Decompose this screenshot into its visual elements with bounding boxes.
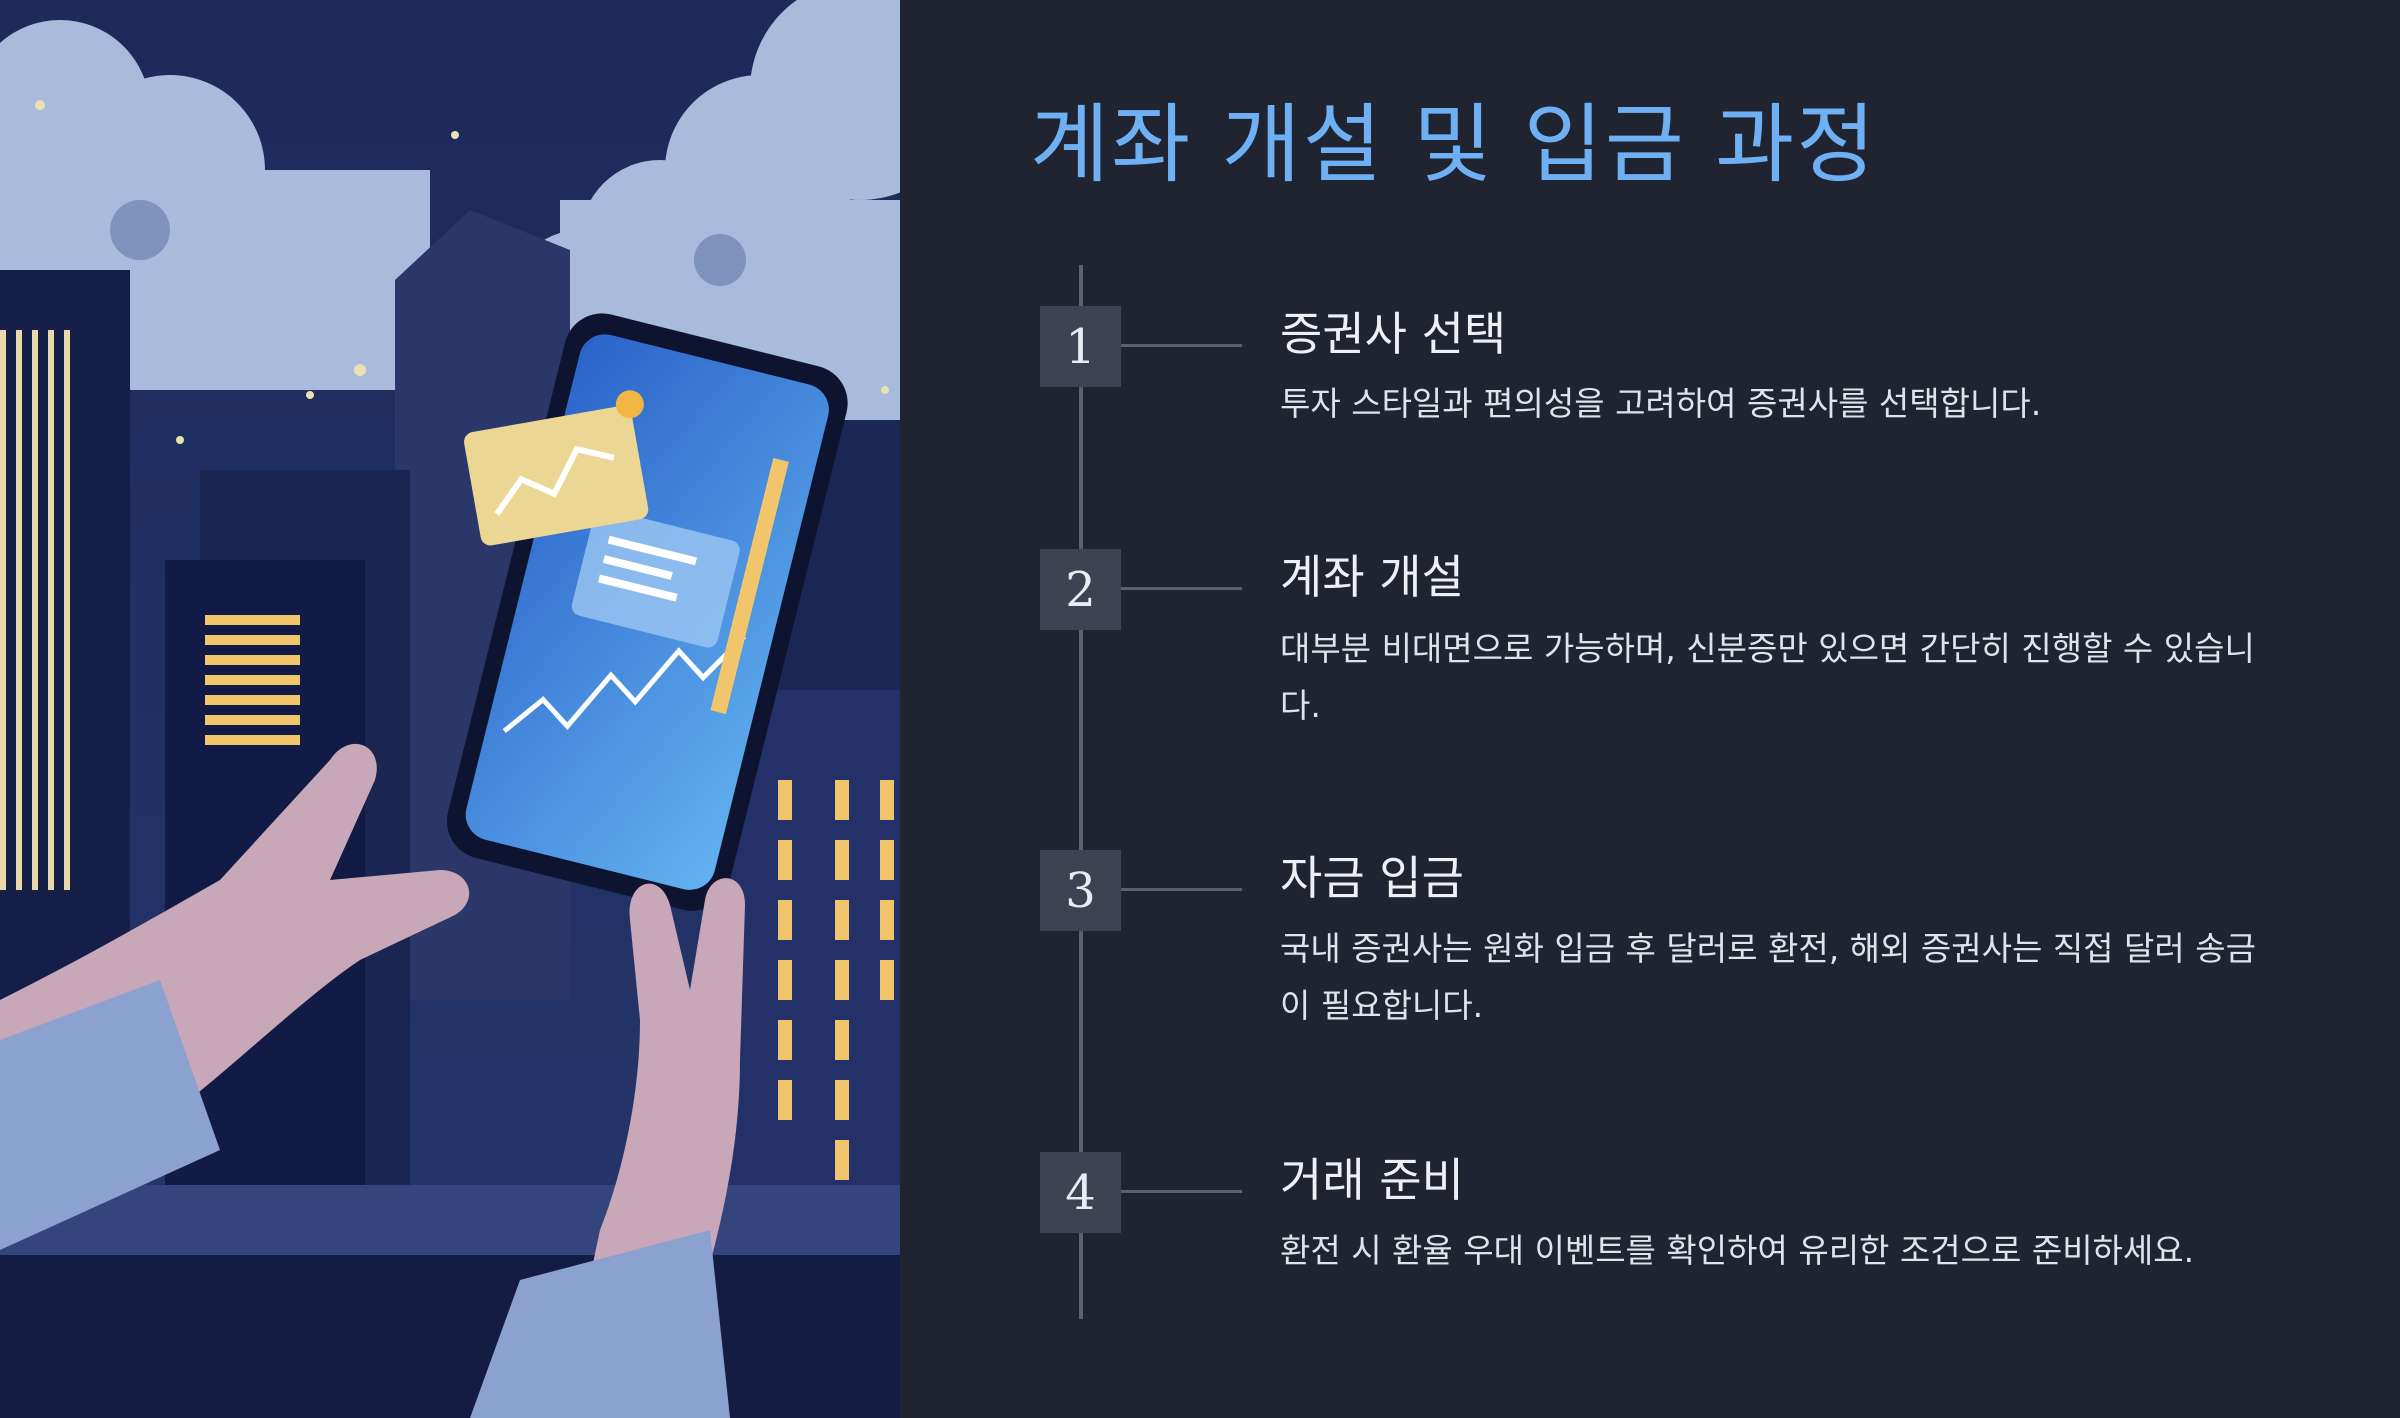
step-description: 투자 스타일과 편의성을 고려하여 증권사를 선택합니다. (1280, 384, 2042, 423)
step-number-badge: 4 (1040, 1152, 1121, 1233)
step-connector (1121, 587, 1242, 590)
step-connector (1121, 1190, 1242, 1193)
step-number-badge: 2 (1040, 549, 1121, 630)
step-connector (1121, 888, 1242, 891)
step-description: 국내 증권사는 원화 입금 후 달러로 환전, 해외 증권사는 직접 달러 송금… (1280, 929, 2256, 1025)
hero-illustration (0, 0, 900, 1418)
step-title: 자금 입금 (1280, 851, 1464, 905)
step-connector (1121, 344, 1242, 347)
step-title: 거래 준비 (1280, 1153, 1464, 1207)
step-number-badge: 1 (1040, 306, 1121, 387)
page-title: 계좌 개설 및 입금 과정 (1030, 95, 1878, 195)
step-description: 대부분 비대면으로 가능하며, 신분증만 있으면 간단히 진행할 수 있습니다. (1280, 629, 2255, 725)
step-number-badge: 3 (1040, 850, 1121, 931)
timeline-line (1079, 265, 1083, 1319)
step-title: 계좌 개설 (1280, 550, 1464, 604)
step-description: 환전 시 환율 우대 이벤트를 확인하여 유리한 조건으로 준비하세요. (1280, 1231, 2195, 1270)
step-title: 증권사 선택 (1280, 307, 1507, 361)
content-panel: 계좌 개설 및 입금 과정 1 증권사 선택 투자 스타일과 편의성을 고려하여… (900, 0, 2400, 1418)
